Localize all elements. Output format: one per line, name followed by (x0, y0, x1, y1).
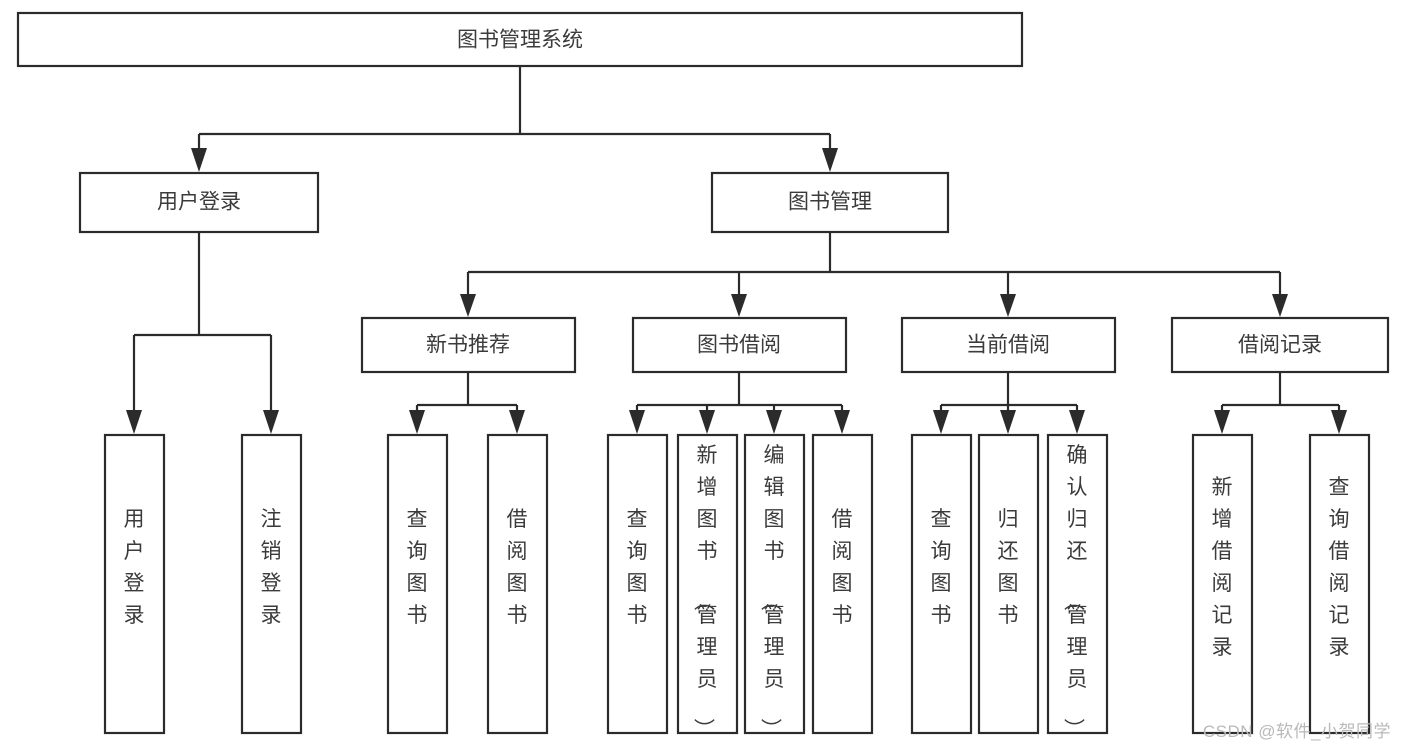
node-user-login-label: 用户登录 (157, 191, 241, 214)
arrow-root-to-user-login (191, 148, 207, 172)
arrow-userlogin-to-leaf1 (126, 410, 142, 434)
node-root-box[interactable] (16, 11, 1024, 68)
node-root-label: 图书管理系统 (457, 29, 583, 52)
node-leaf-add-record-label: 新增借阅记录 (1212, 476, 1233, 659)
arrow-bookmgmt-to-record (1272, 294, 1288, 317)
node-leaf-confirm-return[interactable]: 确认归还（管理员） (1046, 433, 1109, 739)
node-book-management-box[interactable] (710, 171, 950, 234)
node-book-borrow-label: 图书借阅 (697, 334, 781, 357)
node-new-book-recommend-label: 新书推荐 (426, 334, 510, 357)
connector-layer (126, 66, 1347, 434)
node-leaf-borrow-book-1-box[interactable] (486, 433, 549, 735)
arrow-bookmgmt-to-borrow (731, 294, 747, 317)
node-leaf-add-book-label: 新增图书（管理员） (692, 444, 718, 739)
node-leaf-query-record[interactable]: 查询借阅记录 (1308, 433, 1371, 735)
node-leaf-query-book-1-box[interactable] (386, 433, 449, 735)
node-leaf-query-book-3-box[interactable] (910, 433, 973, 735)
arrow-root-to-book-management (822, 148, 838, 172)
node-leaf-return-book-box[interactable] (977, 433, 1040, 735)
node-leaf-add-book-box[interactable] (676, 433, 739, 735)
node-leaf-confirm-return-label: 确认归还（管理员） (1062, 444, 1088, 739)
node-leaf-query-book-3-label: 查询图书 (931, 508, 952, 627)
node-leaf-return-book[interactable]: 归还图书 (977, 433, 1040, 735)
arrow-borrow-to-leaf1 (629, 410, 645, 434)
node-leaf-borrow-book-2[interactable]: 借阅图书 (811, 433, 874, 735)
csdn-watermark: CSDN @软件_小贺同学 (1202, 722, 1391, 741)
node-leaf-query-book-2[interactable]: 查询图书 (606, 433, 669, 735)
node-leaf-return-book-label: 归还图书 (998, 508, 1019, 627)
arrow-current-to-leaf1 (933, 410, 949, 434)
node-leaf-add-record-box[interactable] (1191, 433, 1254, 735)
node-leaf-add-record[interactable]: 新增借阅记录 (1191, 433, 1254, 735)
arrow-bookmgmt-to-newbook (460, 294, 476, 317)
node-root[interactable]: 图书管理系统 (16, 11, 1024, 68)
arrow-borrow-to-leaf3 (766, 410, 782, 434)
arrow-userlogin-to-leaf2 (263, 410, 279, 434)
node-user-login[interactable]: 用户登录 (78, 171, 320, 234)
node-book-borrow[interactable]: 图书借阅 (631, 316, 848, 374)
node-leaf-query-record-box[interactable] (1308, 433, 1371, 735)
node-user-login-box[interactable] (78, 171, 320, 234)
node-leaf-query-book-1[interactable]: 查询图书 (386, 433, 449, 735)
node-leaf-query-record-label: 查询借阅记录 (1329, 476, 1350, 659)
node-leaf-borrow-book-2-box[interactable] (811, 433, 874, 735)
node-book-borrow-box[interactable] (631, 316, 848, 374)
node-leaf-query-book-3[interactable]: 查询图书 (910, 433, 973, 735)
node-leaf-borrow-book-2-label: 借阅图书 (832, 508, 853, 627)
arrow-borrow-to-leaf4 (834, 410, 850, 434)
node-leaf-user-login[interactable]: 用户登录 (103, 433, 166, 735)
node-leaf-borrow-book-1[interactable]: 借阅图书 (486, 433, 549, 735)
node-leaf-add-book[interactable]: 新增图书（管理员） (676, 433, 739, 739)
node-book-management[interactable]: 图书管理 (710, 171, 950, 234)
arrow-newbook-to-leaf1 (409, 410, 425, 434)
node-leaf-borrow-book-1-label: 借阅图书 (507, 508, 528, 627)
node-leaf-query-book-2-label: 查询图书 (627, 508, 648, 627)
arrow-newbook-to-leaf2 (509, 410, 525, 434)
node-new-book-recommend[interactable]: 新书推荐 (360, 316, 577, 374)
node-leaf-edit-book-box[interactable] (743, 433, 806, 735)
node-leaf-confirm-return-box[interactable] (1046, 433, 1109, 735)
node-current-borrow[interactable]: 当前借阅 (900, 316, 1117, 374)
node-leaf-query-book-1-label: 查询图书 (407, 508, 428, 627)
node-new-book-recommend-box[interactable] (360, 316, 577, 374)
arrow-bookmgmt-to-current (1000, 294, 1016, 317)
node-borrow-record-box[interactable] (1170, 316, 1390, 374)
node-leaf-query-book-2-box[interactable] (606, 433, 669, 735)
node-leaf-user-login-box[interactable] (103, 433, 166, 735)
arrow-record-to-leaf2 (1331, 410, 1347, 434)
node-book-management-label: 图书管理 (788, 191, 872, 214)
node-current-borrow-label: 当前借阅 (966, 334, 1050, 357)
node-borrow-record[interactable]: 借阅记录 (1170, 316, 1390, 374)
arrow-current-to-leaf3 (1069, 410, 1085, 434)
node-leaf-edit-book-label: 编辑图书（管理员） (759, 444, 785, 739)
node-leaf-logout-login[interactable]: 注销登录 (240, 433, 303, 735)
node-borrow-record-label: 借阅记录 (1238, 334, 1322, 357)
node-leaf-logout-login-label: 注销登录 (261, 508, 282, 627)
node-leaf-user-login-label: 用户登录 (124, 508, 145, 627)
arrow-borrow-to-leaf2 (699, 410, 715, 434)
arrow-record-to-leaf1 (1214, 410, 1230, 434)
node-leaf-logout-login-box[interactable] (240, 433, 303, 735)
node-leaf-edit-book[interactable]: 编辑图书（管理员） (743, 433, 806, 739)
node-current-borrow-box[interactable] (900, 316, 1117, 374)
arrow-current-to-leaf2 (1000, 410, 1016, 434)
